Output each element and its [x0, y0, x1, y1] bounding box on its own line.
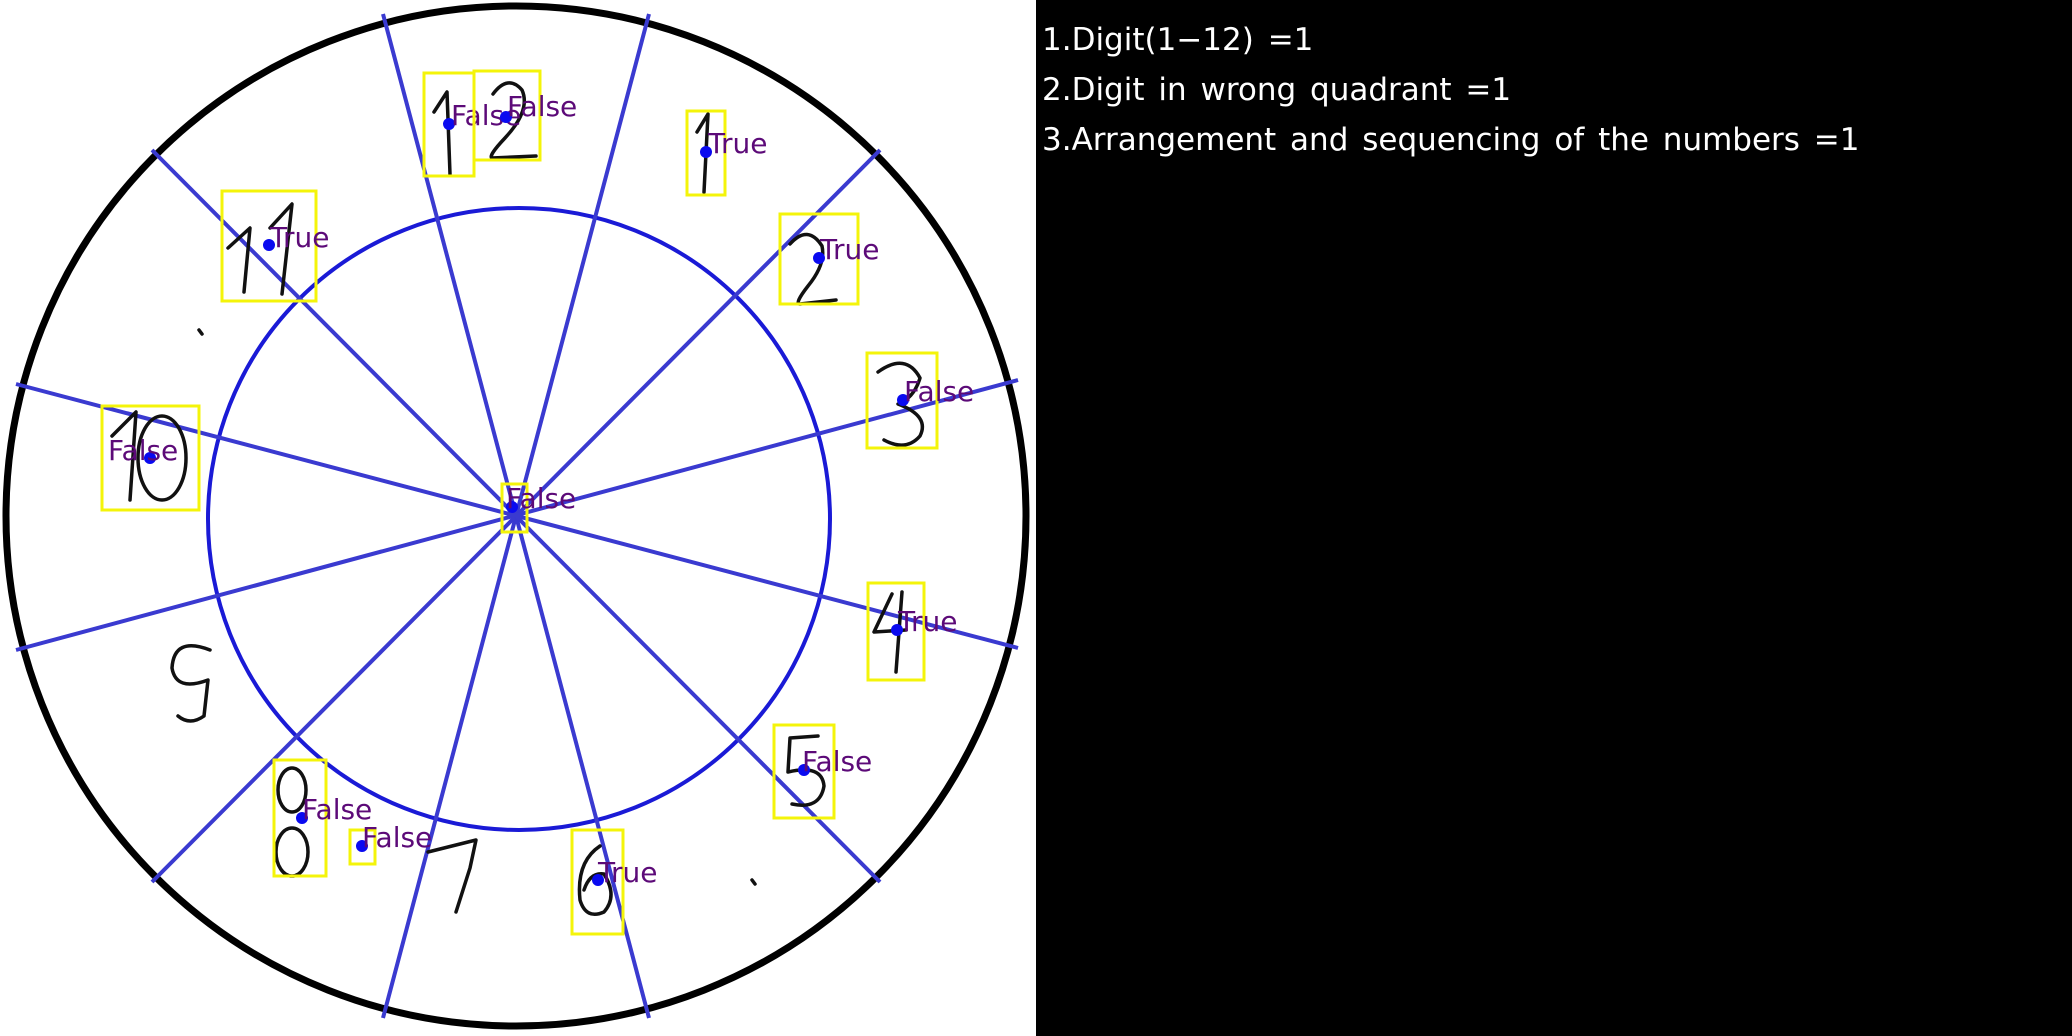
- score-digit-count: 1.Digit(1−12) =1: [1042, 22, 1314, 58]
- handwritten-1: [695, 112, 710, 194]
- detection-box: [100, 404, 201, 512]
- detection-box: [570, 828, 625, 936]
- detection-3: False: [865, 351, 974, 450]
- score-wrong-quadrant: 2.Digit in wrong quadrant =1: [1042, 72, 1512, 108]
- detection-box: [272, 758, 328, 878]
- handwritten-7: [426, 838, 478, 914]
- detection-7: False: [348, 821, 432, 866]
- handwritten-9: [170, 644, 212, 723]
- handwritten-3: [876, 361, 925, 447]
- detection-label: True: [707, 127, 767, 160]
- pen-mark: [750, 878, 757, 886]
- detection-box: [685, 109, 727, 197]
- detection-dot: [443, 118, 455, 130]
- detection-box: [220, 189, 318, 303]
- sector-line: [15, 378, 1019, 652]
- detection-dot: [592, 874, 604, 886]
- score-arrangement: 3.Arrangement and sequencing of the numb…: [1042, 122, 1860, 158]
- detection-8: False: [272, 758, 372, 878]
- handwritten-12: [432, 81, 538, 176]
- detection-dot: [506, 501, 518, 513]
- detection-5: False: [772, 723, 872, 820]
- detection-dot: [296, 812, 308, 824]
- clock-drawing-panel: False False True True True: [0, 0, 1036, 1036]
- handwritten-2: [788, 232, 838, 306]
- outer-clock-ring: [2, 2, 1030, 1030]
- detection-dot: [700, 146, 712, 158]
- detection-box: [472, 69, 542, 162]
- handwritten-5: [786, 734, 826, 807]
- detection-label: True: [897, 605, 957, 638]
- detection-label: False: [302, 793, 372, 826]
- detection-box: [500, 482, 529, 534]
- detection-2: True: [778, 212, 879, 306]
- detection-dot: [813, 252, 825, 264]
- detection-1: True: [685, 109, 767, 197]
- inner-reference-circle: [206, 206, 832, 832]
- detection-dot: [798, 764, 810, 776]
- clock-drawing: False False True True True: [2, 2, 1030, 1030]
- detection-dot: [356, 840, 368, 852]
- handwritten-11: [226, 202, 294, 296]
- detection-box: [865, 351, 939, 450]
- detection-label: True: [597, 856, 657, 889]
- detection-label: False: [904, 375, 974, 408]
- detection-dot: [500, 111, 512, 123]
- detection-12b: False: [472, 69, 577, 162]
- detection-box: [778, 212, 860, 306]
- detection-label: False: [362, 821, 432, 854]
- detection-label: False: [506, 482, 576, 515]
- detection-label: False: [507, 90, 577, 123]
- detection-box: [866, 581, 926, 682]
- pen-mark: [197, 328, 204, 336]
- detection-dot: [897, 394, 909, 406]
- detection-4: True: [866, 581, 957, 682]
- detection-11: True: [220, 189, 329, 303]
- detection-label: False: [802, 745, 872, 778]
- detection-6: True: [570, 828, 657, 936]
- detection-center: False: [500, 482, 576, 534]
- detection-box: [348, 828, 377, 866]
- detection-dot: [891, 624, 903, 636]
- handwritten-10: [110, 410, 188, 502]
- detection-12a: False: [422, 71, 521, 178]
- detection-10: False: [100, 404, 201, 512]
- detection-label: True: [269, 221, 329, 254]
- detection-label: False: [108, 434, 178, 467]
- detection-dot: [263, 239, 275, 251]
- detection-dot: [144, 452, 156, 464]
- detection-label: True: [819, 233, 879, 266]
- score-panel: 1.Digit(1−12) =1 2.Digit in wrong quadra…: [1036, 0, 2072, 1036]
- digit-detections: False False True True True: [100, 69, 974, 936]
- sector-lines: [15, 13, 1019, 1019]
- detection-box: [772, 723, 836, 820]
